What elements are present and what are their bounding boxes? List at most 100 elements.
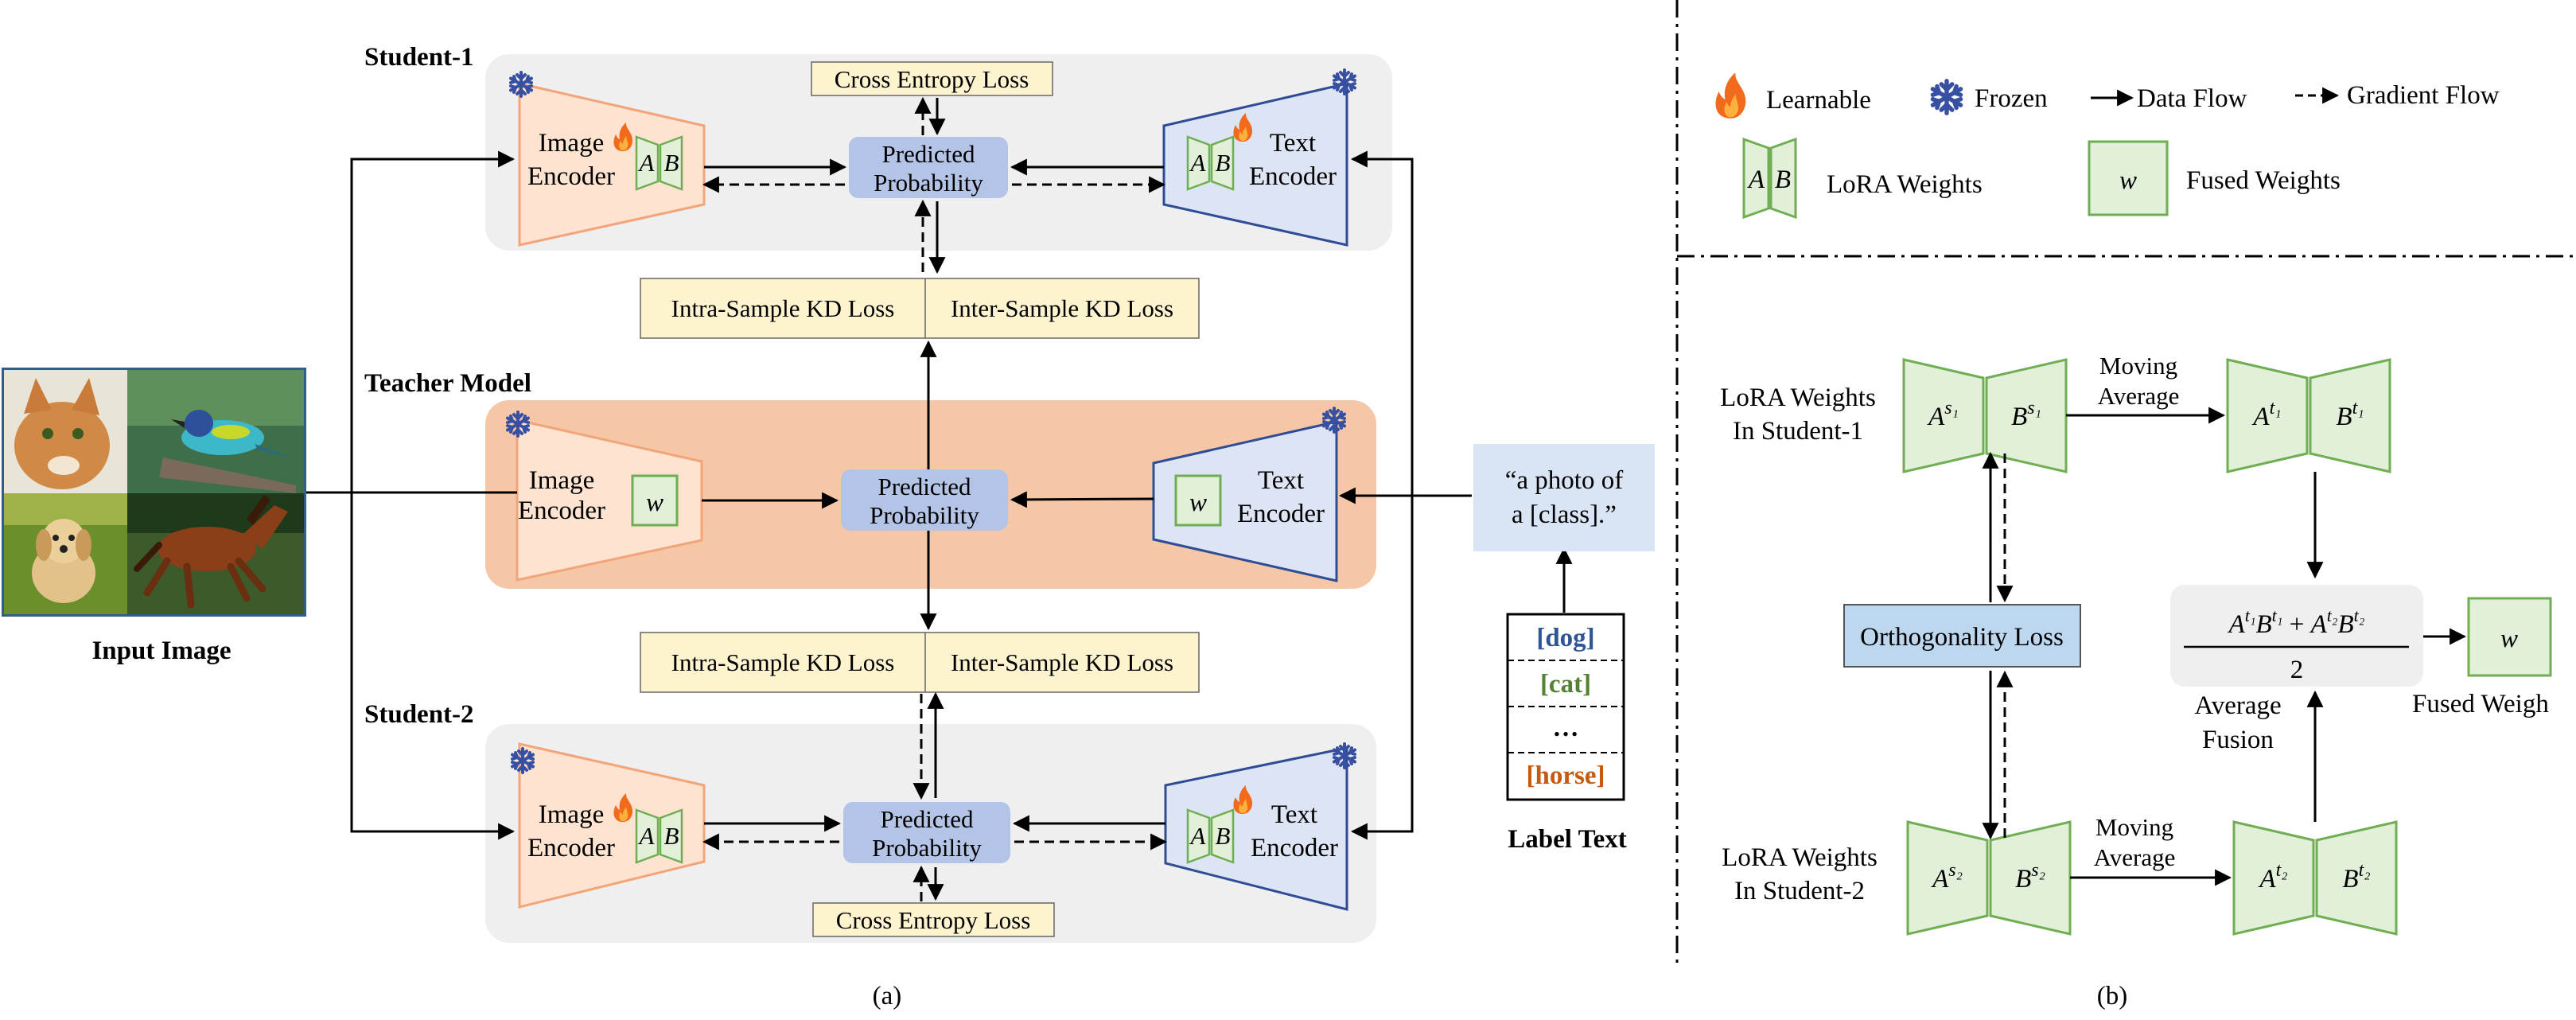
legend-frozen: Frozen xyxy=(1932,81,2048,114)
svg-text:Cross Entropy Loss: Cross Entropy Loss xyxy=(836,906,1031,934)
svg-text:Fusion: Fusion xyxy=(2202,726,2274,754)
svg-text:Encoder: Encoder xyxy=(527,162,615,191)
legend: Learnable Frozen Data Flow Gradient Flow… xyxy=(1715,72,2500,220)
legend-lora-weights: A B LoRA Weights xyxy=(1742,137,1983,220)
svg-text:LoRA Weights: LoRA Weights xyxy=(1722,843,1878,872)
moving-average-label-1b: Average xyxy=(2098,382,2180,410)
legend-learnable: Learnable xyxy=(1715,72,1871,119)
student1-predicted-probability: Predicted Probability xyxy=(849,137,1008,198)
svg-text:Encoder: Encoder xyxy=(1251,834,1338,862)
svg-text:A: A xyxy=(1747,165,1765,194)
svg-text:Average: Average xyxy=(2194,691,2281,720)
legend-gradient-flow: Gradient Flow xyxy=(2295,81,2500,110)
student1-image-encoder: Image Encoder xyxy=(518,82,706,247)
label-cat: [cat] xyxy=(1540,670,1591,699)
svg-text:Predicted: Predicted xyxy=(881,140,975,168)
student2-image-encoder: Image Encoder xyxy=(518,742,706,909)
svg-text:Fused Weights: Fused Weights xyxy=(2186,166,2341,195)
svg-text:Encoder: Encoder xyxy=(518,496,605,525)
fused-weights-icon: w xyxy=(1174,474,1222,527)
teacher-text-encoder: Text Encoder xyxy=(1152,420,1338,582)
svg-text:Predicted: Predicted xyxy=(877,473,971,500)
snowflake-icon xyxy=(1932,81,1960,114)
legend-data-flow: Data Flow xyxy=(2091,84,2247,113)
moving-average-label-1: Moving xyxy=(2099,352,2177,380)
caption-b: (b) xyxy=(2097,982,2127,1010)
svg-text:B: B xyxy=(1216,822,1231,850)
svg-text:a [class].”: a [class].” xyxy=(1512,500,1617,529)
input-image xyxy=(2,368,306,617)
teacher-image-encoder: Image Encoder xyxy=(516,419,703,582)
svg-text:In Student-1: In Student-1 xyxy=(1733,417,1863,446)
flame-icon xyxy=(1715,72,1746,119)
student1-title: Student-1 xyxy=(364,43,474,72)
fused-weights-icon: w xyxy=(631,474,679,527)
lora-teacher-average-2: At₂ Bt₂ xyxy=(2232,820,2398,936)
svg-text:A: A xyxy=(1189,149,1207,177)
svg-text:Inter-Sample KD Loss: Inter-Sample KD Loss xyxy=(951,294,1173,322)
svg-text:B: B xyxy=(664,822,679,850)
teacher-title: Teacher Model xyxy=(364,369,531,398)
svg-text:Image: Image xyxy=(529,466,594,495)
lora-student1: As₁ Bs₁ xyxy=(1902,358,2068,473)
svg-text:w: w xyxy=(1189,489,1207,517)
moving-average-label-2: Moving xyxy=(2095,813,2173,841)
svg-text:B: B xyxy=(664,149,679,177)
student2-cross-entropy-loss: Cross Entropy Loss xyxy=(812,902,1055,937)
average-fusion-formula: At₁Bt₁ + At₂Bt₂ 2 xyxy=(2170,585,2423,687)
student2-predicted-probability: Predicted Probability xyxy=(843,802,1010,863)
student2-text-encoder: Text Encoder xyxy=(1164,746,1348,911)
svg-text:Probability: Probability xyxy=(872,834,982,862)
lora-weights-icon: A B xyxy=(1186,808,1235,864)
lora-weights-icon: A B xyxy=(635,808,683,864)
student2-lora-label: LoRA Weights In Student-2 xyxy=(1722,843,1878,905)
svg-text:Text: Text xyxy=(1271,800,1317,829)
svg-text:2: 2 xyxy=(2290,656,2304,684)
lora-teacher-average-1: At₁ Bt₁ xyxy=(2226,358,2391,473)
label-horse: [horse] xyxy=(1527,761,1605,790)
svg-text:w: w xyxy=(646,489,663,517)
svg-text:Cross Entropy Loss: Cross Entropy Loss xyxy=(835,65,1029,93)
svg-text:B: B xyxy=(1775,165,1791,194)
input-image-label: Input Image xyxy=(91,637,231,665)
fused-weights-output-label: Fused Weigh xyxy=(2412,690,2549,718)
svg-text:LoRA Weights: LoRA Weights xyxy=(1720,383,1876,412)
svg-text:Image: Image xyxy=(539,800,604,829)
caption-a: (a) xyxy=(873,982,902,1010)
student1-text-encoder: Text Encoder xyxy=(1162,82,1348,247)
svg-text:Image: Image xyxy=(539,129,604,158)
svg-text:Encoder: Encoder xyxy=(1249,162,1337,191)
svg-text:Predicted: Predicted xyxy=(880,805,974,833)
student1-cross-entropy-loss: Cross Entropy Loss xyxy=(811,61,1053,96)
legend-fused-weights: w Fused Weights xyxy=(2088,140,2341,216)
svg-text:A: A xyxy=(638,822,656,850)
svg-text:A: A xyxy=(1189,822,1207,850)
lora-weights-icon: A B xyxy=(1186,135,1235,191)
svg-text:A: A xyxy=(638,149,656,177)
kd-loss-box-top: Intra-Sample KD Loss Inter-Sample KD Los… xyxy=(640,278,1200,339)
label-text-caption: Label Text xyxy=(1508,825,1626,854)
svg-text:LoRA Weights: LoRA Weights xyxy=(1827,170,1983,199)
svg-text:Orthogonality Loss: Orthogonality Loss xyxy=(1860,623,2064,652)
svg-text:Text: Text xyxy=(1258,466,1304,495)
lora-weights-icon: A B xyxy=(635,135,683,191)
svg-text:In Student-2: In Student-2 xyxy=(1734,877,1865,905)
kd-loss-box-bottom: Intra-Sample KD Loss Inter-Sample KD Los… xyxy=(640,632,1200,693)
label-list: [dog] [cat] … [horse] xyxy=(1506,613,1625,801)
svg-text:Intra-Sample KD Loss: Intra-Sample KD Loss xyxy=(671,648,895,676)
svg-text:w: w xyxy=(2119,166,2137,195)
moving-average-label-2b: Average xyxy=(2094,843,2176,871)
svg-text:Frozen: Frozen xyxy=(1975,84,2048,113)
svg-text:Intra-Sample KD Loss: Intra-Sample KD Loss xyxy=(671,294,895,322)
svg-text:Encoder: Encoder xyxy=(1237,500,1325,528)
label-ellipsis: … xyxy=(1553,714,1579,742)
svg-text:Data Flow: Data Flow xyxy=(2137,84,2247,113)
svg-text:Inter-Sample KD Loss: Inter-Sample KD Loss xyxy=(951,648,1173,676)
svg-text:B: B xyxy=(1216,149,1231,177)
lora-student2: As₂ Bs₂ xyxy=(1906,820,2072,936)
student2-title: Student-2 xyxy=(364,700,474,729)
svg-text:Learnable: Learnable xyxy=(1766,86,1871,115)
svg-text:Probability: Probability xyxy=(870,501,979,529)
svg-text:Text: Text xyxy=(1270,129,1316,158)
